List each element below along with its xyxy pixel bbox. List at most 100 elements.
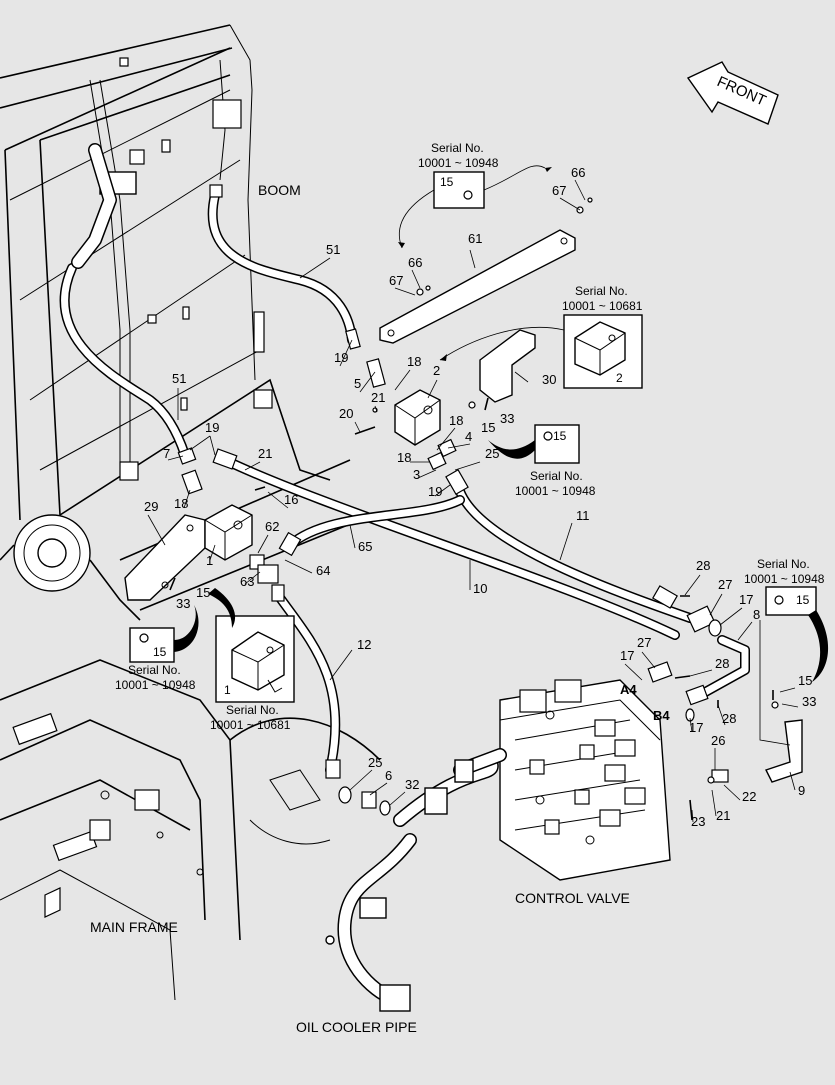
serial-note-far-right: Serial No. 10001 ~ 10948 15 [744, 557, 829, 746]
callout-c30: 30 [542, 372, 556, 387]
serial-note-left-box: 1 Serial No. 10001 ~ 10681 [208, 588, 295, 732]
callout-c19a: 19 [334, 350, 348, 365]
hose-12 [273, 590, 341, 775]
callout-c17a: 17 [739, 592, 753, 607]
callout-c3: 3 [413, 467, 420, 482]
serial-part: 1 [224, 683, 231, 697]
bracket-9 [765, 719, 803, 783]
callout-c10: 10 [473, 581, 487, 596]
fittings [169, 197, 779, 821]
callout-c16: 16 [284, 492, 298, 507]
callout-c9: 9 [798, 783, 805, 798]
hose-51-upper [207, 59, 357, 345]
callout-c20: 20 [339, 406, 353, 421]
callout-c27a: 27 [718, 577, 732, 592]
oil-cooler-pipe-label: OIL COOLER PIPE [296, 1019, 417, 1035]
port-label-b4: B4 [653, 708, 670, 723]
valve-block-2 [394, 389, 441, 446]
port-label-a4: A4 [620, 682, 637, 697]
callout-c17c: 17 [689, 720, 703, 735]
serial-part: 2 [616, 371, 623, 385]
pipe-8 [695, 635, 750, 700]
callout-c18a: 18 [407, 354, 421, 369]
callout-c18c: 18 [397, 450, 411, 465]
serial-range: 10001 ~ 10681 [562, 299, 643, 313]
serial-title: Serial No. [575, 284, 628, 298]
callout-c15a: 15 [481, 420, 495, 435]
boom-label: BOOM [258, 182, 301, 198]
valve-block-1 [204, 504, 253, 561]
control-valve-label: CONTROL VALVE [515, 890, 630, 906]
callout-c29: 29 [144, 499, 158, 514]
boom-structure [0, 24, 361, 621]
serial-title: Serial No. [128, 663, 181, 677]
bracket-61 [379, 229, 576, 344]
hose-65 [285, 495, 465, 550]
callout-c26: 26 [711, 733, 725, 748]
callout-c67b: 67 [389, 273, 403, 288]
serial-note-right-box: Serial No. 10001 ~ 10681 2 [439, 284, 643, 389]
callout-c25a: 25 [485, 446, 499, 461]
callout-c64: 64 [316, 563, 330, 578]
callout-c22: 22 [742, 789, 756, 804]
front-arrow: FRONT [686, 61, 779, 125]
callout-c51a: 51 [326, 242, 340, 257]
callout-c8: 8 [753, 607, 760, 622]
callout-c61: 61 [468, 231, 482, 246]
callout-c15c: 15 [798, 673, 812, 688]
callout-c28a: 28 [696, 558, 710, 573]
callout-c62: 62 [265, 519, 279, 534]
callout-c2: 2 [433, 363, 440, 378]
callout-c11: 11 [576, 508, 590, 523]
serial-part: 15 [553, 429, 567, 443]
callout-c18d: 18 [174, 496, 188, 511]
callout-c19c: 19 [205, 420, 219, 435]
serial-part: 15 [153, 645, 167, 659]
main-frame [0, 659, 381, 1001]
callout-c15b: 15 [196, 585, 210, 600]
pipe-10 [220, 455, 680, 640]
serial-range: 10001 ~ 10948 [115, 678, 196, 692]
serial-part: 15 [796, 593, 810, 607]
serial-title: Serial No. [431, 141, 484, 155]
callout-c28c: 28 [722, 711, 736, 726]
callout-c65: 65 [358, 539, 372, 554]
callout-c33b: 33 [176, 596, 190, 611]
serial-part: 15 [440, 175, 454, 189]
callout-c23: 23 [691, 814, 705, 829]
control-valve [453, 679, 671, 881]
callout-c4: 4 [465, 429, 472, 444]
callout-c51b: 51 [172, 371, 186, 386]
callout-c7: 7 [163, 446, 170, 461]
callout-c25b: 25 [368, 755, 382, 770]
callout-c17b: 17 [620, 648, 634, 663]
main-frame-label: MAIN FRAME [90, 919, 178, 935]
serial-title: Serial No. [530, 469, 583, 483]
callout-c1: 1 [206, 553, 213, 568]
callout-c5: 5 [354, 376, 361, 391]
serial-range: 10001 ~ 10948 [744, 572, 825, 586]
serial-range: 10001 ~ 10948 [418, 156, 499, 170]
bracket-29 [124, 514, 206, 601]
serial-range: 10001 ~ 10681 [210, 718, 291, 732]
callout-c19b: 19 [428, 484, 442, 499]
pipe-11 [453, 480, 695, 623]
serial-note-left-lower: 15 Serial No. 10001 ~ 10948 [115, 605, 199, 692]
callout-c21a: 21 [371, 390, 385, 405]
callout-c21b: 21 [258, 446, 272, 461]
serial-title: Serial No. [226, 703, 279, 717]
callout-c18b: 18 [449, 413, 463, 428]
callout-c33c: 33 [802, 694, 816, 709]
callout-c32: 32 [405, 777, 419, 792]
callout-c63: 63 [240, 574, 254, 589]
callout-c66b: 66 [408, 255, 422, 270]
callout-c66a: 66 [571, 165, 585, 180]
callout-c27b: 27 [637, 635, 651, 650]
serial-range: 10001 ~ 10948 [515, 484, 596, 498]
callout-c21c: 21 [716, 808, 730, 823]
bracket-30 [479, 329, 536, 403]
callout-c67a: 67 [552, 183, 566, 198]
callout-c28b: 28 [715, 656, 729, 671]
